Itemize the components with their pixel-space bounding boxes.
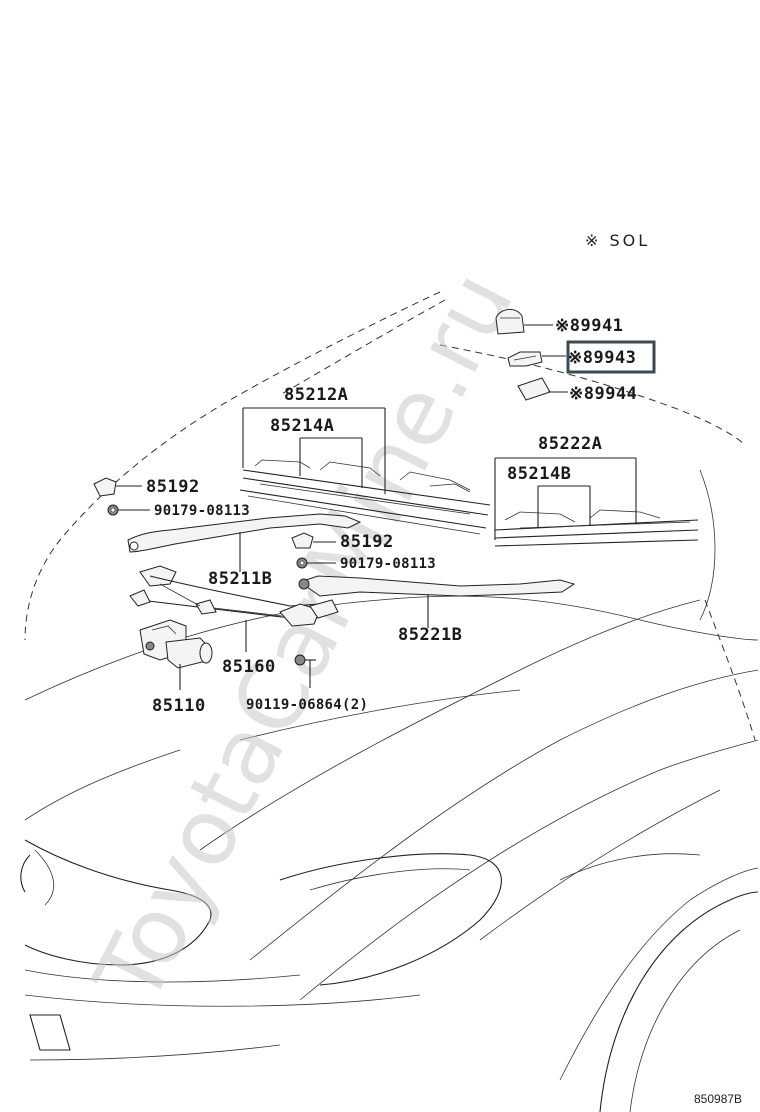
bolt-90119 [294, 654, 316, 688]
label-85214B: 85214B [507, 464, 571, 484]
wiper-blade-left [239, 459, 491, 535]
label-85110: 85110 [152, 696, 206, 716]
wiper-motor-85110 [139, 619, 213, 690]
nut-90179-right [296, 557, 336, 569]
label-89944: ※89944 [569, 384, 637, 404]
cap-85192-left [93, 477, 142, 497]
label-85192-left: 85192 [146, 477, 200, 497]
label-85192-right: 85192 [340, 532, 394, 552]
bracket-85212A [242, 407, 386, 494]
label-85212A: 85212A [284, 385, 348, 405]
diagram-reference-code: 850987B [694, 1092, 742, 1106]
cap-85192-right [291, 532, 336, 549]
label-90179-right: 90179-08113 [340, 556, 436, 572]
label-85211B: 85211B [208, 569, 272, 589]
bracket-85222A [494, 457, 637, 540]
label-89943: ※89943 [568, 348, 636, 368]
wiper-arm-85211B [127, 513, 362, 572]
vehicle-outline [20, 291, 759, 1112]
nozzle-clip-89943 [507, 351, 566, 367]
sol-legend: ※ SOL [585, 231, 650, 250]
washer-nozzle-89941 [495, 309, 553, 335]
wiper-arm-85221B [298, 575, 576, 628]
nut-90179-left [107, 504, 150, 516]
label-89941: ※89941 [555, 316, 623, 336]
wiper-linkage-85160 [129, 565, 339, 652]
highlight-box [566, 340, 656, 374]
label-85214A: 85214A [270, 416, 334, 436]
label-90179-left: 90179-08113 [154, 503, 250, 519]
label-85160: 85160 [222, 657, 276, 677]
label-85222A: 85222A [538, 434, 602, 454]
label-85221B: 85221B [398, 625, 462, 645]
wiper-blade-right [494, 509, 699, 547]
nozzle-pad-89944 [517, 377, 568, 401]
label-90119: 90119-06864(2) [246, 697, 368, 713]
